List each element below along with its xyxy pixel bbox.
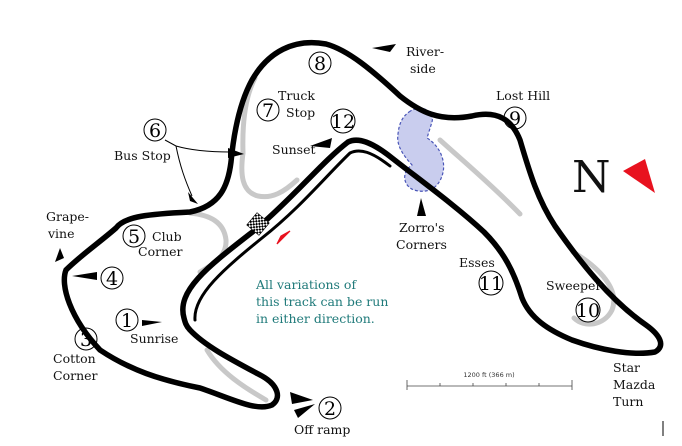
corner-name-sweeper: Sweeper [546,278,601,293]
corner-name-club-1: Club [152,229,182,244]
note-line-3: in either direction. [256,311,375,326]
pointer-bus-stop-down [188,192,198,204]
direction-note: All variations of this track can be run … [255,277,388,326]
corner-markers [74,51,601,420]
label-grapevine-2: vine [47,226,75,241]
corner-number-5: 5 [128,226,140,248]
label-star-mazda-3: Turn [613,394,643,409]
corner-number-8: 8 [314,53,326,75]
corner-name-stop: Stop [286,105,315,120]
section-labels: Grape- vine River- side Zorro's Corners … [46,44,656,409]
label-riverside-2: side [410,61,436,76]
label-star-mazda-2: Mazda [613,377,656,392]
label-zorros-1: Zorro's [399,220,445,235]
corner-number-1: 1 [121,310,133,332]
corner-circle-1 [115,308,139,332]
corner-circle-5 [122,224,146,248]
main-track [61,40,664,410]
bus-stop-pointer-lines [164,139,231,197]
corner-name-lost-hill: Lost Hill [496,88,550,103]
corner-circle-12 [330,108,356,134]
corner-number-4: 4 [106,268,118,290]
corner-name-club-2: Corner [138,244,183,259]
corner-number-10: 10 [576,300,600,322]
label-zorros-2: Corners [396,237,447,252]
corner-number-3: 3 [80,329,92,351]
pointer-offramp-lower [294,404,315,418]
compass-north-letter: N [572,152,611,203]
corner-number-6: 6 [149,120,161,142]
pointer-bus-stop-right [228,148,244,158]
corner-names: Sunrise Off ramp Cotton Corner Club Corn… [53,88,601,437]
corner-numbers: 1 2 3 4 5 6 7 8 9 10 11 12 [80,53,600,420]
label-riverside-1: River- [406,44,444,59]
checkered-flag [246,212,270,236]
scale-bar-label: 1200 ft (366 m) [463,371,514,379]
alt-sweeper-loop [570,249,617,327]
corner-name-bus-stop: Bus Stop [114,148,171,163]
compass: N [572,152,655,203]
north-arrow-icon [623,159,655,193]
corner-circle-6 [143,118,167,142]
pointer-offramp-upper [290,392,313,404]
alt-grapevine-cut [187,210,229,275]
alt-bus-stop-chicane [239,150,300,200]
alt-lost-hill-cut [437,137,523,217]
note-line-1: All variations of [255,277,357,292]
corner-circle-4 [100,266,124,290]
corner-name-sunset: Sunset [272,142,316,157]
main-straight-inner [193,149,392,322]
corner-circle-8 [308,51,332,75]
corner-number-12: 12 [331,111,355,133]
label-grapevine-1: Grape- [46,209,89,224]
main-circuit [61,40,664,410]
corner-circle-10 [575,297,601,323]
pointer-grapevine [55,248,64,262]
corner-number-7: 7 [262,100,274,122]
corner-circle-3 [74,327,98,351]
alt-offramp [204,347,269,403]
corner-circle-9 [503,106,527,130]
label-star-mazda-1: Star [613,360,640,375]
corner-circle-7 [256,98,280,122]
label-pointer-arrows [55,44,426,418]
corner-name-cotton-2: Corner [53,368,98,383]
corner-name-truck: Truck [278,88,315,103]
corner-name-cotton-1: Cotton [53,351,96,366]
corner-circle-11 [478,270,504,296]
corner-number-2: 2 [324,398,336,420]
corner-number-11: 11 [479,273,503,295]
corner-name-off-ramp: Off ramp [294,422,350,437]
scale-bar [406,380,573,390]
pointer-riverside [372,44,396,52]
corner-name-sunrise: Sunrise [130,331,178,346]
corner-number-9: 9 [509,108,521,130]
pointer-turn4 [72,272,97,280]
start-finish-line [246,212,270,236]
note-line-2: this track can be run [256,294,388,309]
start-direction-arrow [276,230,291,245]
corner-circle-2 [318,396,342,420]
corner-name-esses: Esses [459,255,495,270]
pointer-sunset [310,138,332,148]
pointer-sunrise [142,320,162,326]
pointer-zorros [417,198,426,216]
